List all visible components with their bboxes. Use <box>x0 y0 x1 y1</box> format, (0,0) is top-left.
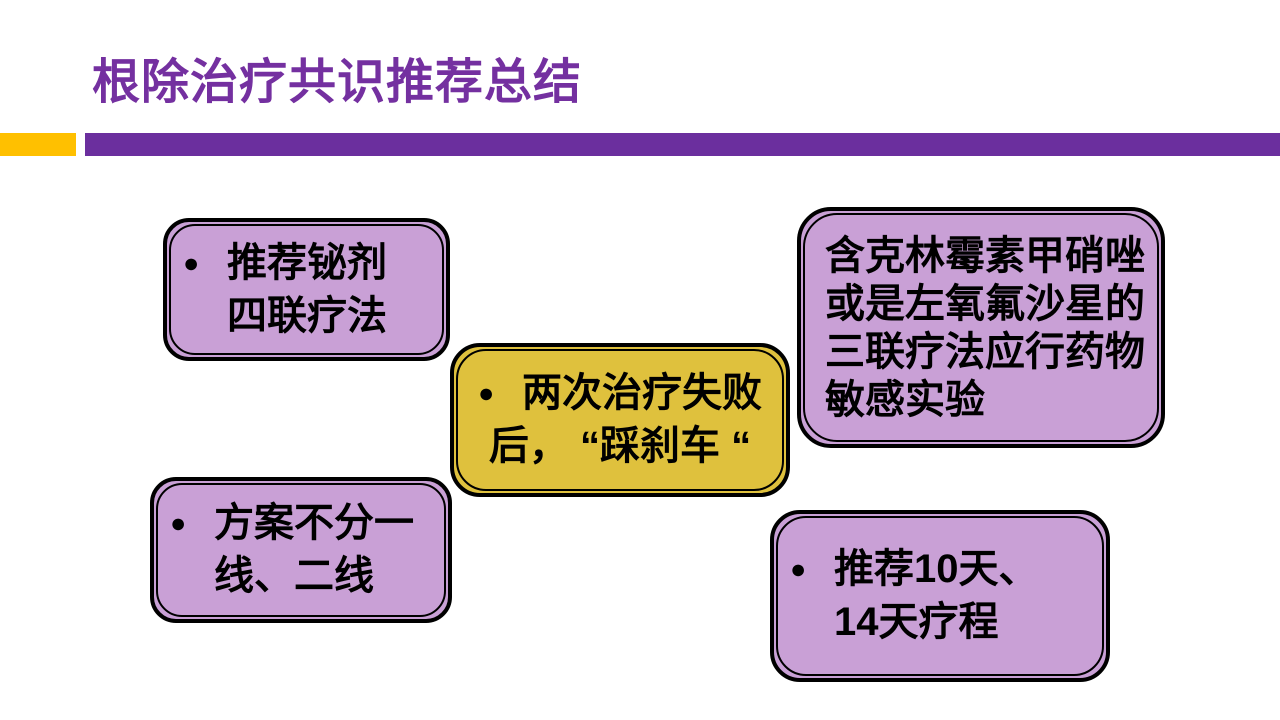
box-line-text: 含克林霉素甲硝唑 <box>825 233 1145 278</box>
box-line-text: 或是左氧氟沙星的 <box>825 281 1145 326</box>
box-line-text: 方案不分一 <box>214 501 414 545</box>
gold-accent-bar <box>0 133 76 156</box>
box-line: ● 方案不分一 <box>170 497 442 550</box>
box-line-text: 两次治疗失败 <box>522 371 762 415</box>
box-line-text: 14天疗程 <box>834 600 999 644</box>
purple-divider-bar <box>85 133 1280 156</box>
box-line: ● 推荐10天、 <box>790 543 1100 596</box>
box-line: ● 两次治疗失败 <box>454 367 786 420</box>
bullet-icon: ● <box>790 554 807 584</box>
box-line: ● 推荐铋剂 <box>183 237 440 290</box>
bullet-icon: ● <box>478 378 495 408</box>
box-line-text: 线、二线 <box>214 554 374 598</box>
box-line-text: 推荐铋剂 <box>227 240 387 285</box>
box-line-text: 敏感实验 <box>825 377 985 422</box>
bullet-icon: ● <box>170 508 187 538</box>
box-treatment-duration: ● 推荐10天、 14天疗程 <box>770 510 1110 682</box>
box-line-text: 三联疗法应行药物 <box>825 329 1145 374</box>
box-bismuth-quad-therapy: ● 推荐铋剂 四联疗法 <box>163 218 450 361</box>
box-brake-after-two-failures: ● 两次治疗失败 后， “踩刹车 “ <box>450 343 790 497</box>
box-line-text: 四联疗法 <box>227 293 387 338</box>
box-triple-therapy-sensitivity-test: 含克林霉素甲硝唑 或是左氧氟沙星的 三联疗法应行药物 敏感实验 <box>797 207 1165 448</box>
bullet-icon: ● <box>183 247 200 278</box>
box-line-text: 推荐10天、 <box>834 547 1039 591</box>
box-line-text: 后， “踩刹车 “ <box>488 424 752 468</box>
page-title: 根除治疗共识推荐总结 <box>92 56 583 109</box>
box-no-first-second-line: ● 方案不分一 线、二线 <box>150 477 452 623</box>
